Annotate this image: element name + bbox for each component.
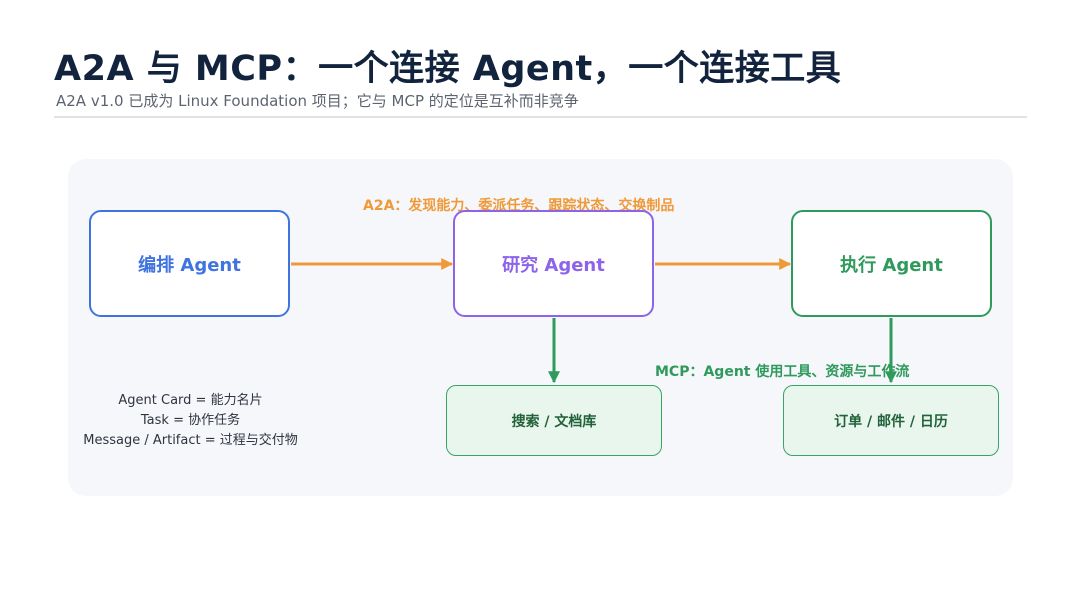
legend-line-task: Task = 协作任务 xyxy=(140,413,241,428)
concept-legend: Agent Card = 能力名片 Task = 协作任务 Message / … xyxy=(68,391,313,451)
search-docs-tool-label: 搜索 / 文档库 xyxy=(511,413,597,430)
page-subtitle: A2A v1.0 已成为 Linux Foundation 项目；它与 MCP … xyxy=(56,92,579,110)
mcp-label: MCP：Agent 使用工具、资源与工作流 xyxy=(655,364,910,380)
order-mail-calendar-tool-node: 订单 / 邮件 / 日历 xyxy=(783,385,999,456)
page-title: A2A 与 MCP：一个连接 Agent，一个连接工具 xyxy=(54,49,842,89)
legend-line-agent-card: Agent Card = 能力名片 xyxy=(118,393,263,408)
research-agent-node: 研究 Agent xyxy=(453,210,654,317)
executor-agent-label: 执行 Agent xyxy=(840,254,943,276)
title-divider xyxy=(54,116,1027,118)
orchestrator-agent-node: 编排 Agent xyxy=(89,210,290,317)
executor-agent-node: 执行 Agent xyxy=(791,210,992,317)
orchestrator-agent-label: 编排 Agent xyxy=(138,254,241,276)
search-docs-tool-node: 搜索 / 文档库 xyxy=(446,385,662,456)
research-agent-label: 研究 Agent xyxy=(502,254,605,276)
order-mail-calendar-tool-label: 订单 / 邮件 / 日历 xyxy=(834,413,948,430)
legend-line-message-artifact: Message / Artifact = 过程与交付物 xyxy=(83,433,298,448)
